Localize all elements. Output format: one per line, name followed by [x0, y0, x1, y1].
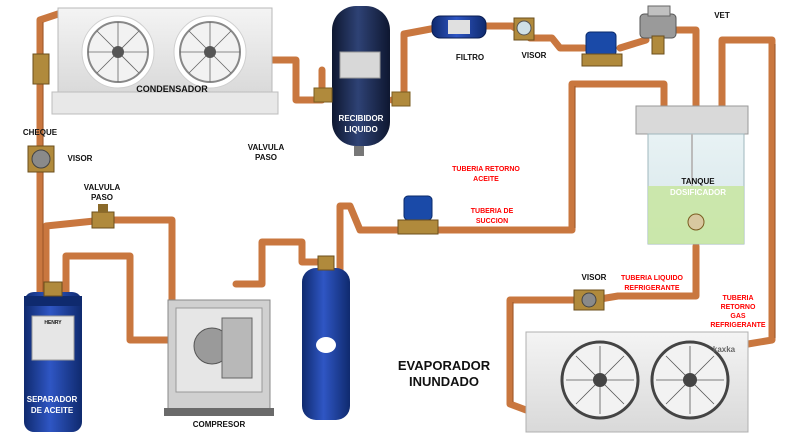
pipe-oil-return — [42, 216, 176, 304]
label-evaporator-brand: kaxka — [713, 345, 736, 354]
label-tanque-2: DOSIFICADOR — [670, 188, 726, 197]
label-recibidor-1: RECIBIDOR — [339, 114, 384, 123]
evaporator-unit — [525, 331, 749, 433]
label-vet: VET — [714, 11, 730, 20]
label-separador-1: SEPARADOR — [27, 395, 78, 404]
evaporator-fan-icon — [650, 340, 730, 420]
label-succion-1: TUBERIA DE — [471, 208, 514, 215]
label-tanque-1: TANQUE — [681, 177, 715, 186]
label-recibidor-2: LIQUIDO — [344, 125, 377, 134]
pipe-liquid-line-top — [482, 22, 588, 52]
filter-drier — [431, 15, 487, 39]
condenser-fan-icon — [173, 15, 247, 89]
expansion-valve-icon — [639, 5, 677, 55]
label-valvula-paso-2b: PASO — [91, 193, 113, 202]
pipe-vet-to-tank — [668, 26, 700, 122]
label-cheque: CHEQUE — [23, 128, 58, 137]
tank-sight-icon — [687, 213, 705, 231]
label-compresor: COMPRESOR — [193, 420, 246, 429]
label-visor-left: VISOR — [68, 154, 93, 163]
label-separador-2: DE ACEITE — [31, 406, 74, 415]
solenoid-valve-icon — [581, 31, 623, 67]
liquid-receiver — [313, 6, 411, 156]
label-retorno-aceite-2: ACEITE — [473, 176, 499, 183]
condenser-unit — [51, 7, 279, 115]
pipe-gas-return — [718, 36, 776, 348]
pipe-compressor-to-separator — [62, 252, 182, 344]
sight-glass-top — [513, 17, 535, 41]
pipe-solenoid-to-vet — [616, 36, 650, 52]
dosing-tank — [635, 105, 749, 245]
suction-solenoid-valve-icon — [397, 195, 439, 235]
evaporator-fan-icon — [560, 340, 640, 420]
label-valvula-paso-1b: PASO — [255, 153, 277, 162]
label-visor-top: VISOR — [522, 51, 547, 60]
label-retorno-gas-3: GAS — [730, 313, 746, 320]
label-succion-2: SUCCION — [476, 218, 508, 225]
label-valvula-paso-2a: VALVULA — [84, 183, 121, 192]
sight-glass-left — [27, 145, 55, 173]
oil-separator — [24, 281, 82, 432]
receiver-nameplate — [339, 51, 381, 79]
pipe-accumulator-to-compressor — [232, 238, 322, 288]
sight-glass-mid — [573, 289, 605, 311]
receiver-valve-icon — [391, 91, 411, 107]
label-visor-mid: VISOR — [582, 273, 607, 282]
label-evaporador-2: INUNDADO — [409, 374, 479, 389]
check-valve-icon — [32, 53, 50, 85]
label-filtro: FILTRO — [456, 53, 484, 62]
pipe-condenser-inlet — [36, 10, 62, 304]
receiver-valve-icon — [313, 87, 333, 103]
label-retorno-gas-1: TUBERIA — [722, 295, 753, 302]
label-liquido-2: REFRIGERANTE — [624, 285, 680, 292]
condenser-fan-icon — [81, 15, 155, 89]
compressor — [164, 299, 274, 416]
label-condensador: CONDENSADOR — [136, 84, 208, 94]
shutoff-valve-icon — [91, 204, 115, 229]
label-evaporador-1: EVAPORADOR — [398, 358, 491, 373]
label-valvula-paso-1a: VALVULA — [248, 143, 285, 152]
label-retorno-gas-2: RETORNO — [721, 304, 756, 311]
label-retorno-gas-4: REFRIGERANTE — [710, 322, 766, 329]
accumulator-logo — [316, 337, 336, 353]
suction-accumulator — [302, 255, 350, 420]
label-retorno-aceite-1: TUBERIA RETORNO — [452, 166, 520, 173]
label-separador-brand: HENRY — [44, 320, 62, 326]
pipe-receiver-to-filter — [388, 24, 440, 104]
label-liquido-1: TUBERIA LIQUIDO — [621, 275, 684, 282]
